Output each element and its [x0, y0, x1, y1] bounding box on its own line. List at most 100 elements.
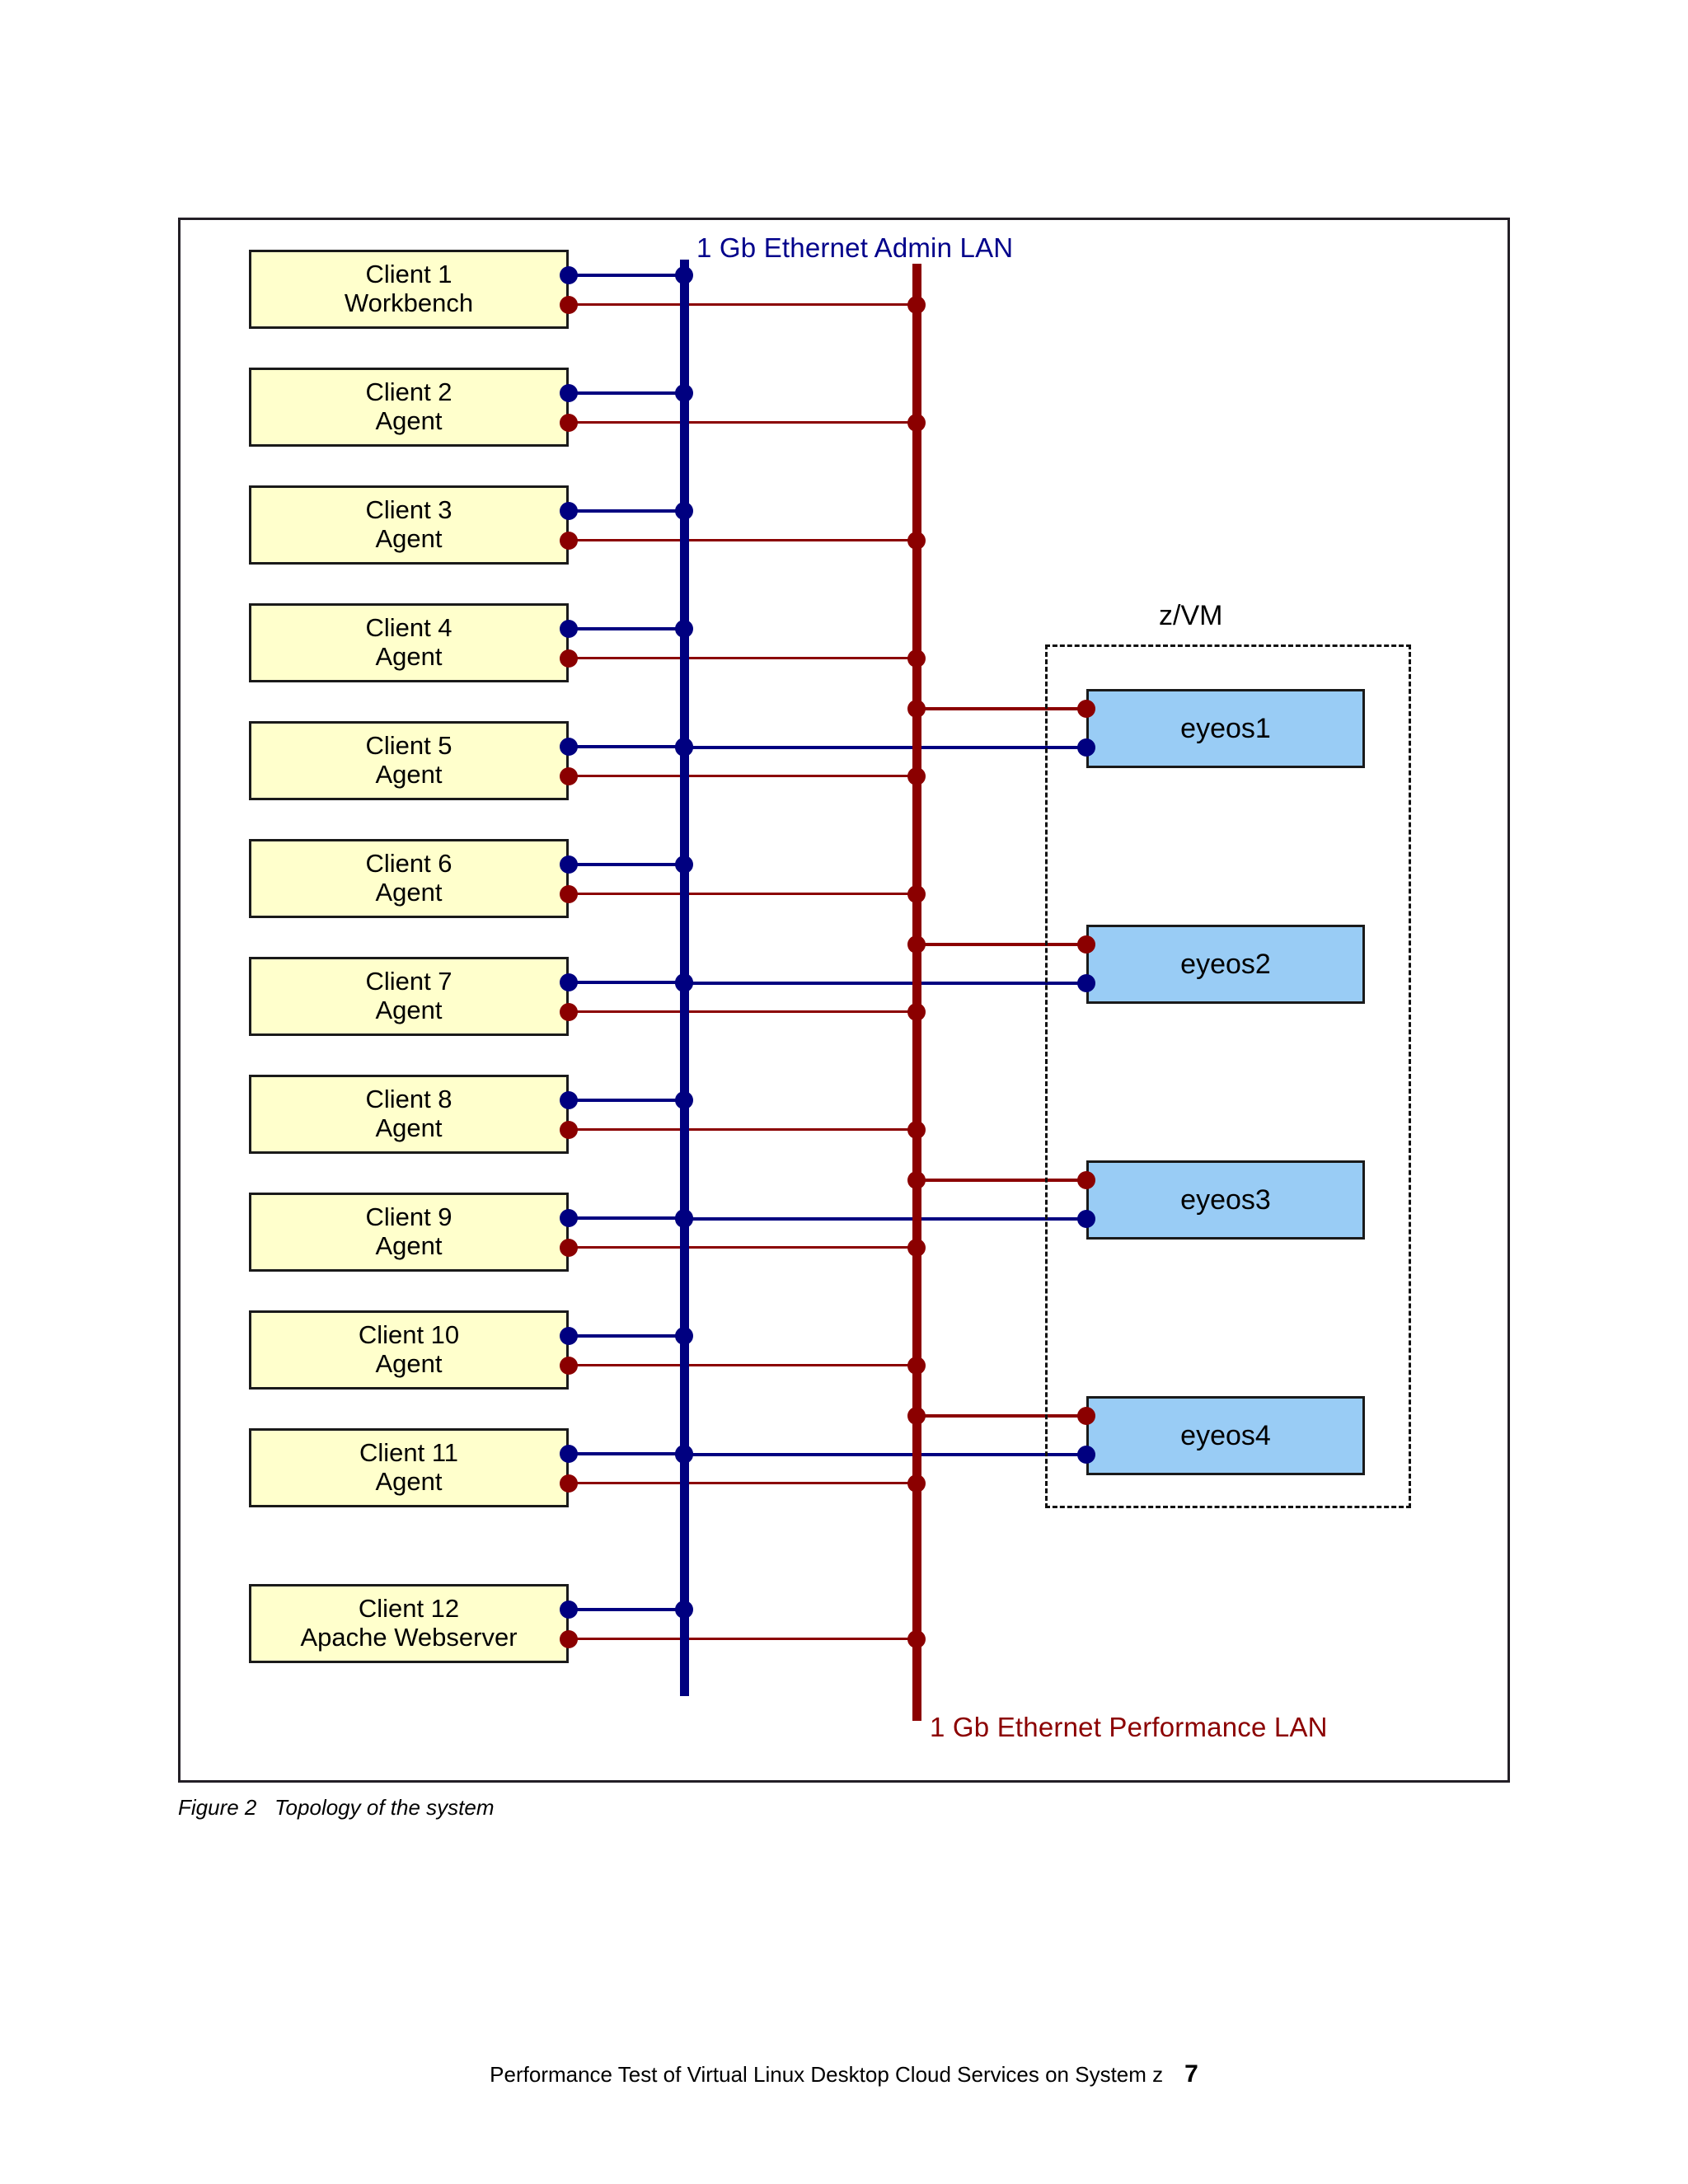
client-perf-link-6	[569, 893, 917, 895]
client-role: Agent	[375, 878, 443, 907]
eyeos-admin-link-1	[684, 746, 1086, 749]
eyeos-label: eyeos2	[1180, 948, 1271, 980]
perf-bus-tap-client-10	[907, 1357, 926, 1375]
eyeos-box-3[interactable]: eyeos3	[1086, 1160, 1365, 1240]
client-role: Agent	[375, 642, 443, 671]
client-admin-port-12	[560, 1601, 578, 1619]
client-perf-link-12	[569, 1638, 917, 1640]
client-name: Client 3	[365, 495, 452, 525]
client-perf-port-9	[560, 1239, 578, 1257]
client-name: Client 9	[365, 1202, 452, 1232]
client-perf-link-9	[569, 1246, 917, 1249]
admin-bus-tap-eyeos-2	[675, 974, 693, 992]
client-perf-port-3	[560, 532, 578, 550]
client-perf-link-11	[569, 1482, 917, 1484]
perf-bus-tap-client-4	[907, 649, 926, 668]
client-perf-port-11	[560, 1474, 578, 1493]
client-admin-port-4	[560, 620, 578, 638]
eyeos-perf-link-1	[917, 707, 1086, 710]
client-perf-port-6	[560, 885, 578, 903]
eyeos-admin-port-1	[1077, 738, 1095, 757]
client-name: Client 12	[358, 1594, 460, 1624]
perf-bus-tap-client-3	[907, 532, 926, 550]
client-role: Agent	[375, 1349, 443, 1378]
figure-caption-label: Figure 2	[178, 1795, 257, 1820]
client-admin-port-9	[560, 1209, 578, 1227]
perf-bus-tap-eyeos-3	[907, 1171, 926, 1189]
performance-lan-bus	[912, 264, 921, 1721]
eyeos-box-1[interactable]: eyeos1	[1086, 689, 1365, 768]
admin-bus-tap-client-2	[675, 384, 693, 402]
client-admin-link-3	[569, 509, 684, 513]
admin-bus-tap-eyeos-4	[675, 1446, 693, 1464]
admin-bus-tap-client-1	[675, 266, 693, 284]
client-role: Agent	[375, 406, 443, 435]
eyeos-box-2[interactable]: eyeos2	[1086, 925, 1365, 1004]
client-admin-link-7	[569, 981, 684, 984]
perf-bus-tap-client-2	[907, 414, 926, 432]
eyeos-admin-port-4	[1077, 1446, 1095, 1464]
eyeos-admin-link-2	[684, 982, 1086, 985]
admin-bus-tap-client-3	[675, 502, 693, 520]
client-admin-port-6	[560, 855, 578, 874]
figure-caption-text: Topology of the system	[274, 1795, 495, 1820]
eyeos-box-4[interactable]: eyeos4	[1086, 1396, 1365, 1475]
client-admin-link-2	[569, 391, 684, 395]
client-admin-port-1	[560, 266, 578, 284]
eyeos-admin-port-2	[1077, 974, 1095, 992]
client-admin-link-9	[569, 1216, 684, 1220]
client-name: Client 1	[365, 260, 452, 289]
client-perf-link-4	[569, 657, 917, 659]
client-role: Agent	[375, 996, 443, 1024]
client-name: Client 7	[365, 967, 452, 996]
admin-bus-tap-eyeos-1	[675, 738, 693, 757]
client-name: Client 10	[358, 1320, 460, 1350]
client-name: Client 6	[365, 849, 452, 879]
admin-bus-tap-client-4	[675, 620, 693, 638]
admin-bus-tap-eyeos-3	[675, 1210, 693, 1228]
eyeos-perf-port-3	[1077, 1171, 1095, 1189]
eyeos-admin-port-3	[1077, 1210, 1095, 1228]
client-admin-link-5	[569, 745, 684, 748]
client-admin-port-10	[560, 1327, 578, 1345]
eyeos-label: eyeos3	[1180, 1183, 1271, 1216]
client-name: Client 8	[365, 1085, 452, 1114]
footer-page-number: 7	[1184, 2060, 1198, 2088]
perf-bus-tap-eyeos-2	[907, 935, 926, 954]
perf-bus-tap-client-11	[907, 1474, 926, 1493]
client-admin-link-8	[569, 1099, 684, 1102]
perf-bus-tap-eyeos-4	[907, 1407, 926, 1425]
client-role: Apache Webserver	[300, 1623, 518, 1652]
client-name: Client 5	[365, 731, 452, 761]
figure-caption: Figure 2 Topology of the system	[178, 1795, 494, 1821]
perf-bus-tap-client-5	[907, 767, 926, 785]
client-role: Agent	[375, 1113, 443, 1142]
client-admin-link-6	[569, 863, 684, 866]
client-perf-port-10	[560, 1357, 578, 1375]
client-perf-port-1	[560, 296, 578, 314]
client-admin-port-2	[560, 384, 578, 402]
zvm-container	[1045, 644, 1411, 1508]
client-name: Client 11	[359, 1438, 459, 1468]
client-admin-link-11	[569, 1452, 684, 1455]
client-role: Agent	[375, 1467, 443, 1496]
client-admin-port-5	[560, 738, 578, 756]
client-role: Agent	[375, 1231, 443, 1260]
client-perf-port-7	[560, 1003, 578, 1021]
footer-title: Performance Test of Virtual Linux Deskto…	[490, 2062, 1164, 2087]
perf-bus-tap-client-9	[907, 1239, 926, 1257]
eyeos-label: eyeos1	[1180, 712, 1271, 744]
eyeos-perf-link-2	[917, 943, 1086, 946]
